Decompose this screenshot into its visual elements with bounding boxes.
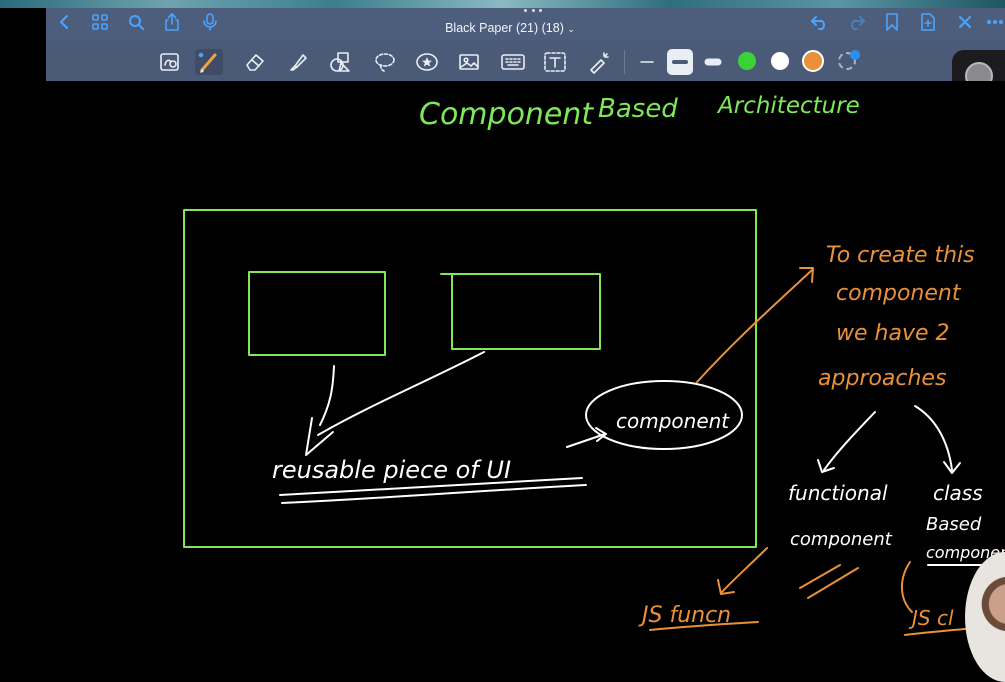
title-word-component: Component [419, 97, 594, 132]
orange-arrow-js-func [721, 547, 768, 593]
reusable-piece-of-ui: reusable piece of UI [272, 456, 511, 484]
keyboard-icon[interactable] [499, 49, 527, 75]
text-icon[interactable] [541, 49, 569, 75]
grid-icon[interactable] [90, 12, 110, 32]
eraser-icon[interactable] [242, 49, 268, 75]
laser-pointer-icon[interactable] [585, 49, 613, 75]
orange-arrowhead-js-func [717, 579, 735, 595]
component-label: component [616, 409, 730, 433]
share-icon[interactable] [162, 11, 182, 33]
toolbar-separator [624, 50, 625, 74]
stroke-size-thin[interactable] [637, 49, 657, 75]
functional-component-label: component [790, 529, 893, 550]
note-to-create: To create this [826, 243, 975, 268]
image-icon[interactable] [456, 49, 482, 75]
arrow-left-box [319, 365, 335, 426]
search-icon[interactable] [126, 12, 146, 32]
title-word-based: Based [598, 94, 678, 124]
arrow-right-box [317, 351, 485, 436]
based-label: Based [926, 514, 982, 535]
orange-arrow-up [696, 269, 813, 383]
lasso-icon[interactable] [372, 49, 398, 75]
document-title[interactable]: Black Paper (21) (18) ⌄ [445, 21, 575, 35]
stroke-size-medium[interactable] [667, 49, 693, 75]
orange-curve-class [901, 561, 913, 613]
title-word-architecture: Architecture [716, 93, 860, 119]
orange-arrowhead [799, 267, 814, 283]
js-func-underline [649, 621, 759, 631]
branch-left [823, 411, 876, 471]
orange-stroke-2 [807, 567, 859, 599]
js-class-label: JS cl [908, 606, 954, 630]
branch-right [914, 405, 953, 471]
component-circle [585, 380, 743, 450]
add-page-icon[interactable] [918, 11, 938, 33]
note-canvas[interactable]: Component Based Architecture reusable pi… [46, 81, 1005, 666]
arrow-to-component [566, 433, 606, 448]
lasso-page-icon[interactable] [157, 49, 183, 75]
undo-icon[interactable] [810, 12, 830, 32]
branch-right-head [943, 461, 961, 474]
bookmark-icon[interactable] [882, 11, 902, 33]
close-icon[interactable] [955, 12, 975, 32]
underline-1 [279, 477, 583, 496]
note-component: component [836, 281, 962, 306]
highlighter-icon[interactable] [285, 49, 311, 75]
window-grabber[interactable] [524, 9, 542, 13]
add-color-plus-icon [850, 50, 860, 60]
note-approaches: approaches [818, 366, 946, 391]
pen-icon[interactable] [195, 49, 223, 75]
color-swatch-white[interactable] [771, 52, 789, 70]
desktop-wallpaper-strip [0, 0, 1005, 8]
component-box-left [248, 271, 386, 356]
page-outline-box [183, 209, 757, 548]
arrowhead-component [595, 427, 607, 442]
redo-icon[interactable] [846, 12, 866, 32]
color-swatch-green[interactable] [738, 52, 756, 70]
sticker-icon[interactable] [413, 49, 441, 75]
class-component-label: component [926, 543, 1005, 562]
component-box-right [440, 273, 601, 350]
add-color-button[interactable] [838, 52, 856, 70]
orange-stroke-1 [799, 564, 841, 589]
shapes-icon[interactable] [327, 49, 355, 75]
more-icon[interactable] [985, 14, 1005, 30]
stroke-size-thick[interactable] [703, 49, 723, 75]
microphone-icon[interactable] [200, 11, 220, 33]
back-chevron-icon[interactable] [55, 12, 73, 32]
functional-label: functional [788, 481, 888, 505]
note-we-have-2: we have 2 [836, 321, 950, 346]
arrowhead-left [305, 417, 334, 456]
underline-2 [281, 484, 587, 504]
color-swatch-orange-selected[interactable] [802, 50, 824, 72]
branch-left-head [817, 459, 835, 473]
class-label: class [933, 481, 983, 505]
